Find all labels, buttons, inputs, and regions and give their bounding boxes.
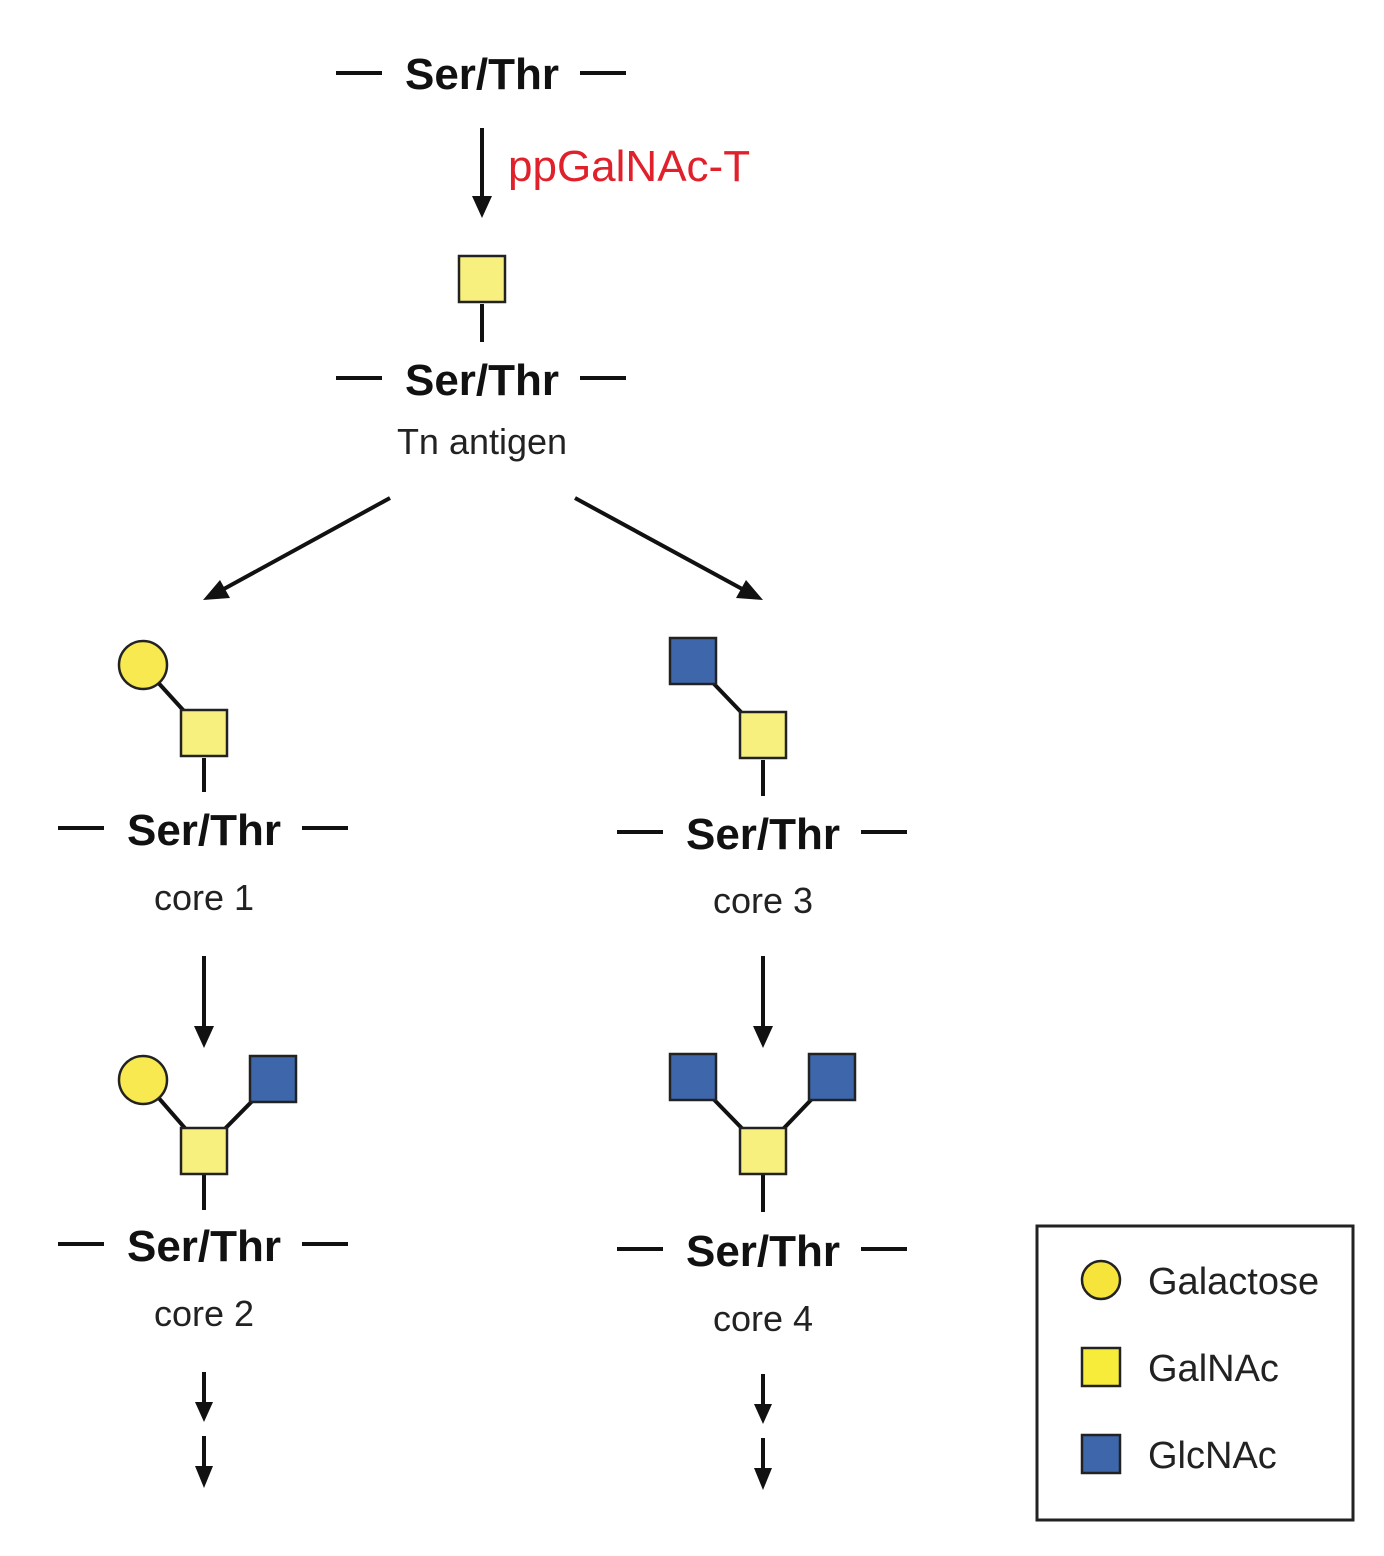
core-1-structure: Ser/Thr core 1	[58, 639, 348, 918]
residue-label: Ser/Thr	[686, 810, 840, 859]
galnac-square-icon	[179, 708, 229, 758]
yellow-circle-icon	[1080, 1259, 1122, 1301]
down-arrow-head	[754, 1404, 772, 1424]
residue-label: Ser/Thr	[686, 1227, 840, 1276]
galnac-square-icon	[179, 1126, 229, 1176]
down-arrow-head	[195, 1466, 213, 1488]
structure-name: core 2	[154, 1293, 254, 1334]
down-arrow-head	[472, 196, 492, 218]
galnac-square-icon	[457, 254, 507, 304]
legend-label-glcnac: GlcNAc	[1148, 1435, 1277, 1477]
left-branch-shaft	[221, 496, 391, 592]
structure-name: core 3	[713, 880, 813, 921]
legend-label-galnac: GalNAc	[1148, 1348, 1279, 1390]
core-2-structure: Ser/Thr core 2	[58, 1054, 348, 1334]
enzyme-step-arrow	[472, 128, 492, 218]
residue-label: Ser/Thr	[405, 356, 559, 405]
legend-label-galactose: Galactose	[1148, 1261, 1319, 1303]
galnac-square-icon	[738, 1126, 788, 1176]
residue-label: Ser/Thr	[405, 50, 559, 99]
down-arrow-head	[754, 1468, 772, 1490]
left-branch-head	[203, 580, 230, 600]
legend: Galactose GalNAc GlcNAc	[1035, 1224, 1355, 1522]
right-branch-shaft	[574, 496, 745, 592]
tn-antigen: Ser/Thr Tn antigen	[336, 254, 626, 462]
right-branch-head	[736, 580, 763, 600]
top-peptide: Ser/Thr	[336, 50, 626, 99]
structure-name: core 4	[713, 1298, 813, 1339]
galactose-circle-icon	[117, 1054, 169, 1106]
down-arrow-head	[194, 1026, 214, 1048]
down-arrow-head	[753, 1026, 773, 1048]
glcnac-square-icon	[668, 636, 718, 686]
further-steps-arrows	[195, 1372, 772, 1490]
structure-name: Tn antigen	[397, 421, 567, 462]
yellow-square-icon	[1080, 1346, 1122, 1388]
structure-name: core 1	[154, 877, 254, 918]
down-arrow-head	[195, 1402, 213, 1422]
galactose-circle-icon	[117, 639, 169, 691]
blue-square-icon	[1080, 1433, 1122, 1475]
residue-label: Ser/Thr	[127, 806, 281, 855]
enzyme-label: ppGalNAc-T	[508, 142, 750, 191]
step-arrows	[194, 956, 773, 1048]
glcnac-square-icon	[807, 1052, 857, 1102]
core-4-structure: Ser/Thr core 4	[617, 1052, 907, 1339]
branch-arrows	[203, 496, 763, 600]
galnac-square-icon	[738, 710, 788, 760]
residue-label: Ser/Thr	[127, 1222, 281, 1271]
glcnac-square-icon	[248, 1054, 298, 1104]
glcnac-square-icon	[668, 1052, 718, 1102]
core-3-structure: Ser/Thr core 3	[617, 636, 907, 921]
